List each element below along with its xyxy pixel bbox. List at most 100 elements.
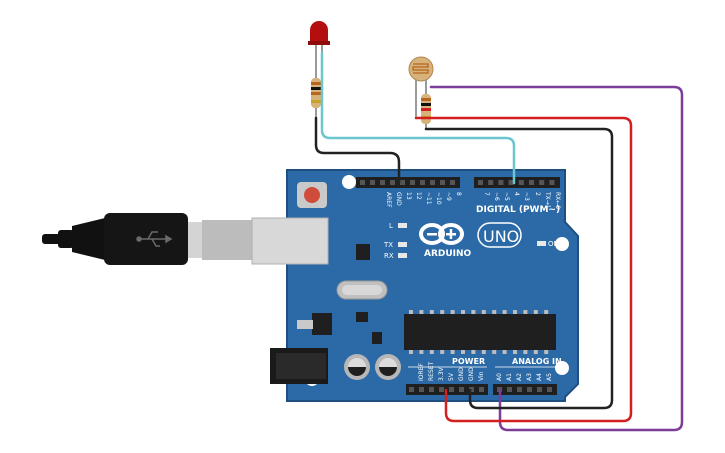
pin-label: 3.3V — [438, 366, 445, 381]
header-pin[interactable] — [429, 387, 434, 392]
led-l-label: L — [389, 222, 393, 230]
wire-ldr-to-5v[interactable] — [414, 116, 633, 423]
header-pin[interactable] — [449, 387, 454, 392]
chip-pin — [471, 350, 476, 354]
power-header — [406, 384, 557, 395]
chip-pin — [533, 350, 538, 354]
chip-pin — [544, 310, 549, 314]
photoresistor-icon — [408, 56, 434, 82]
header-pin[interactable] — [400, 180, 405, 185]
header-pin[interactable] — [380, 180, 385, 185]
pin-label: ~9 — [445, 192, 452, 201]
small-chip — [372, 332, 382, 344]
chip-pin — [481, 310, 486, 314]
red-led[interactable] — [308, 21, 330, 70]
header-pin[interactable] — [479, 387, 484, 392]
chip-pin — [409, 310, 413, 314]
header-pin[interactable] — [508, 180, 514, 185]
chip-pin — [513, 350, 517, 354]
pin-label: A0 — [496, 373, 503, 381]
pin-label: A1 — [506, 373, 513, 381]
pin-label: ~3 — [523, 192, 530, 201]
chip-pin — [492, 350, 497, 354]
pin-label: AREF — [385, 192, 392, 208]
chip-pin — [419, 310, 424, 314]
header-pin[interactable] — [390, 180, 395, 185]
header-pin[interactable] — [549, 180, 555, 185]
header-pin[interactable] — [517, 387, 522, 392]
header-pin[interactable] — [459, 387, 464, 392]
wire-ldr-to-gnd[interactable] — [424, 127, 614, 410]
pin-label: 13 — [405, 192, 412, 200]
header-pin[interactable] — [507, 387, 512, 392]
header-pin[interactable] — [409, 387, 414, 392]
pin-label: A4 — [536, 373, 543, 381]
header-pin[interactable] — [440, 180, 445, 185]
chip-pin — [502, 310, 507, 314]
chip-pin — [450, 310, 455, 314]
wire-led-to-gnd[interactable] — [314, 116, 401, 185]
header-pin[interactable] — [469, 387, 474, 392]
header-pin[interactable] — [529, 180, 534, 185]
header-pin[interactable] — [430, 180, 435, 185]
header-pin[interactable] — [450, 180, 455, 185]
chip-pin — [471, 310, 476, 314]
power-jack[interactable] — [270, 348, 328, 384]
usb-icon — [136, 231, 173, 247]
chip-pin — [502, 350, 507, 354]
header-pin[interactable] — [498, 180, 504, 185]
analog-header-label: ANALOG IN — [512, 357, 562, 366]
led-icon — [308, 21, 330, 70]
resistor-led[interactable] — [311, 68, 321, 118]
pin-label: ~11 — [425, 192, 432, 205]
header-pin[interactable] — [419, 387, 424, 392]
brand-label: ARDUINO — [424, 249, 472, 259]
mounting-hole — [555, 361, 569, 375]
header-pin[interactable] — [420, 180, 425, 185]
pin-label: ~5 — [503, 192, 510, 201]
pin-label: ~6 — [493, 192, 500, 201]
header-pin[interactable] — [547, 387, 552, 392]
header-pin[interactable] — [527, 387, 532, 392]
chip-pin — [461, 310, 465, 314]
pin-label: 5V — [448, 372, 455, 381]
resistor-ldr[interactable] — [421, 94, 431, 130]
photoresistor[interactable] — [408, 56, 434, 118]
digital-header — [356, 177, 560, 188]
header-pin[interactable] — [488, 180, 494, 185]
chip-pin — [429, 350, 434, 354]
pin-label: GND — [458, 367, 465, 381]
header-pin[interactable] — [360, 180, 365, 185]
chip-pin — [440, 310, 445, 314]
power-header-label: POWER — [452, 357, 485, 366]
header-pin[interactable] — [518, 180, 524, 185]
chip-pin — [481, 350, 486, 354]
chip-pin — [450, 350, 455, 354]
chip-pin — [523, 350, 528, 354]
chip-pin — [440, 350, 445, 354]
mounting-hole — [555, 237, 569, 251]
reset-button[interactable] — [297, 182, 327, 208]
pin-label: RX←0 — [554, 192, 561, 209]
wire-led-to-pin4[interactable] — [320, 51, 516, 185]
header-pin[interactable] — [478, 180, 483, 185]
pin-label: A2 — [516, 373, 523, 381]
uno-badge: UNO — [477, 222, 522, 248]
wire-ldr-to-a0[interactable] — [429, 85, 684, 432]
header-pin[interactable] — [370, 180, 375, 185]
chip-pin — [492, 310, 497, 314]
status-leds: L TX RX ON — [383, 222, 559, 260]
header-pin[interactable] — [539, 180, 545, 185]
pin-label: RESET — [428, 361, 435, 381]
header-pin[interactable] — [537, 387, 542, 392]
header-pin[interactable] — [410, 180, 415, 185]
capacitors — [344, 354, 401, 380]
chip-pin — [544, 350, 549, 354]
pin-label: IOREF — [418, 363, 425, 381]
usb-cable[interactable] — [42, 213, 329, 265]
pin-label: 7 — [483, 192, 490, 196]
header-pin[interactable] — [439, 387, 444, 392]
